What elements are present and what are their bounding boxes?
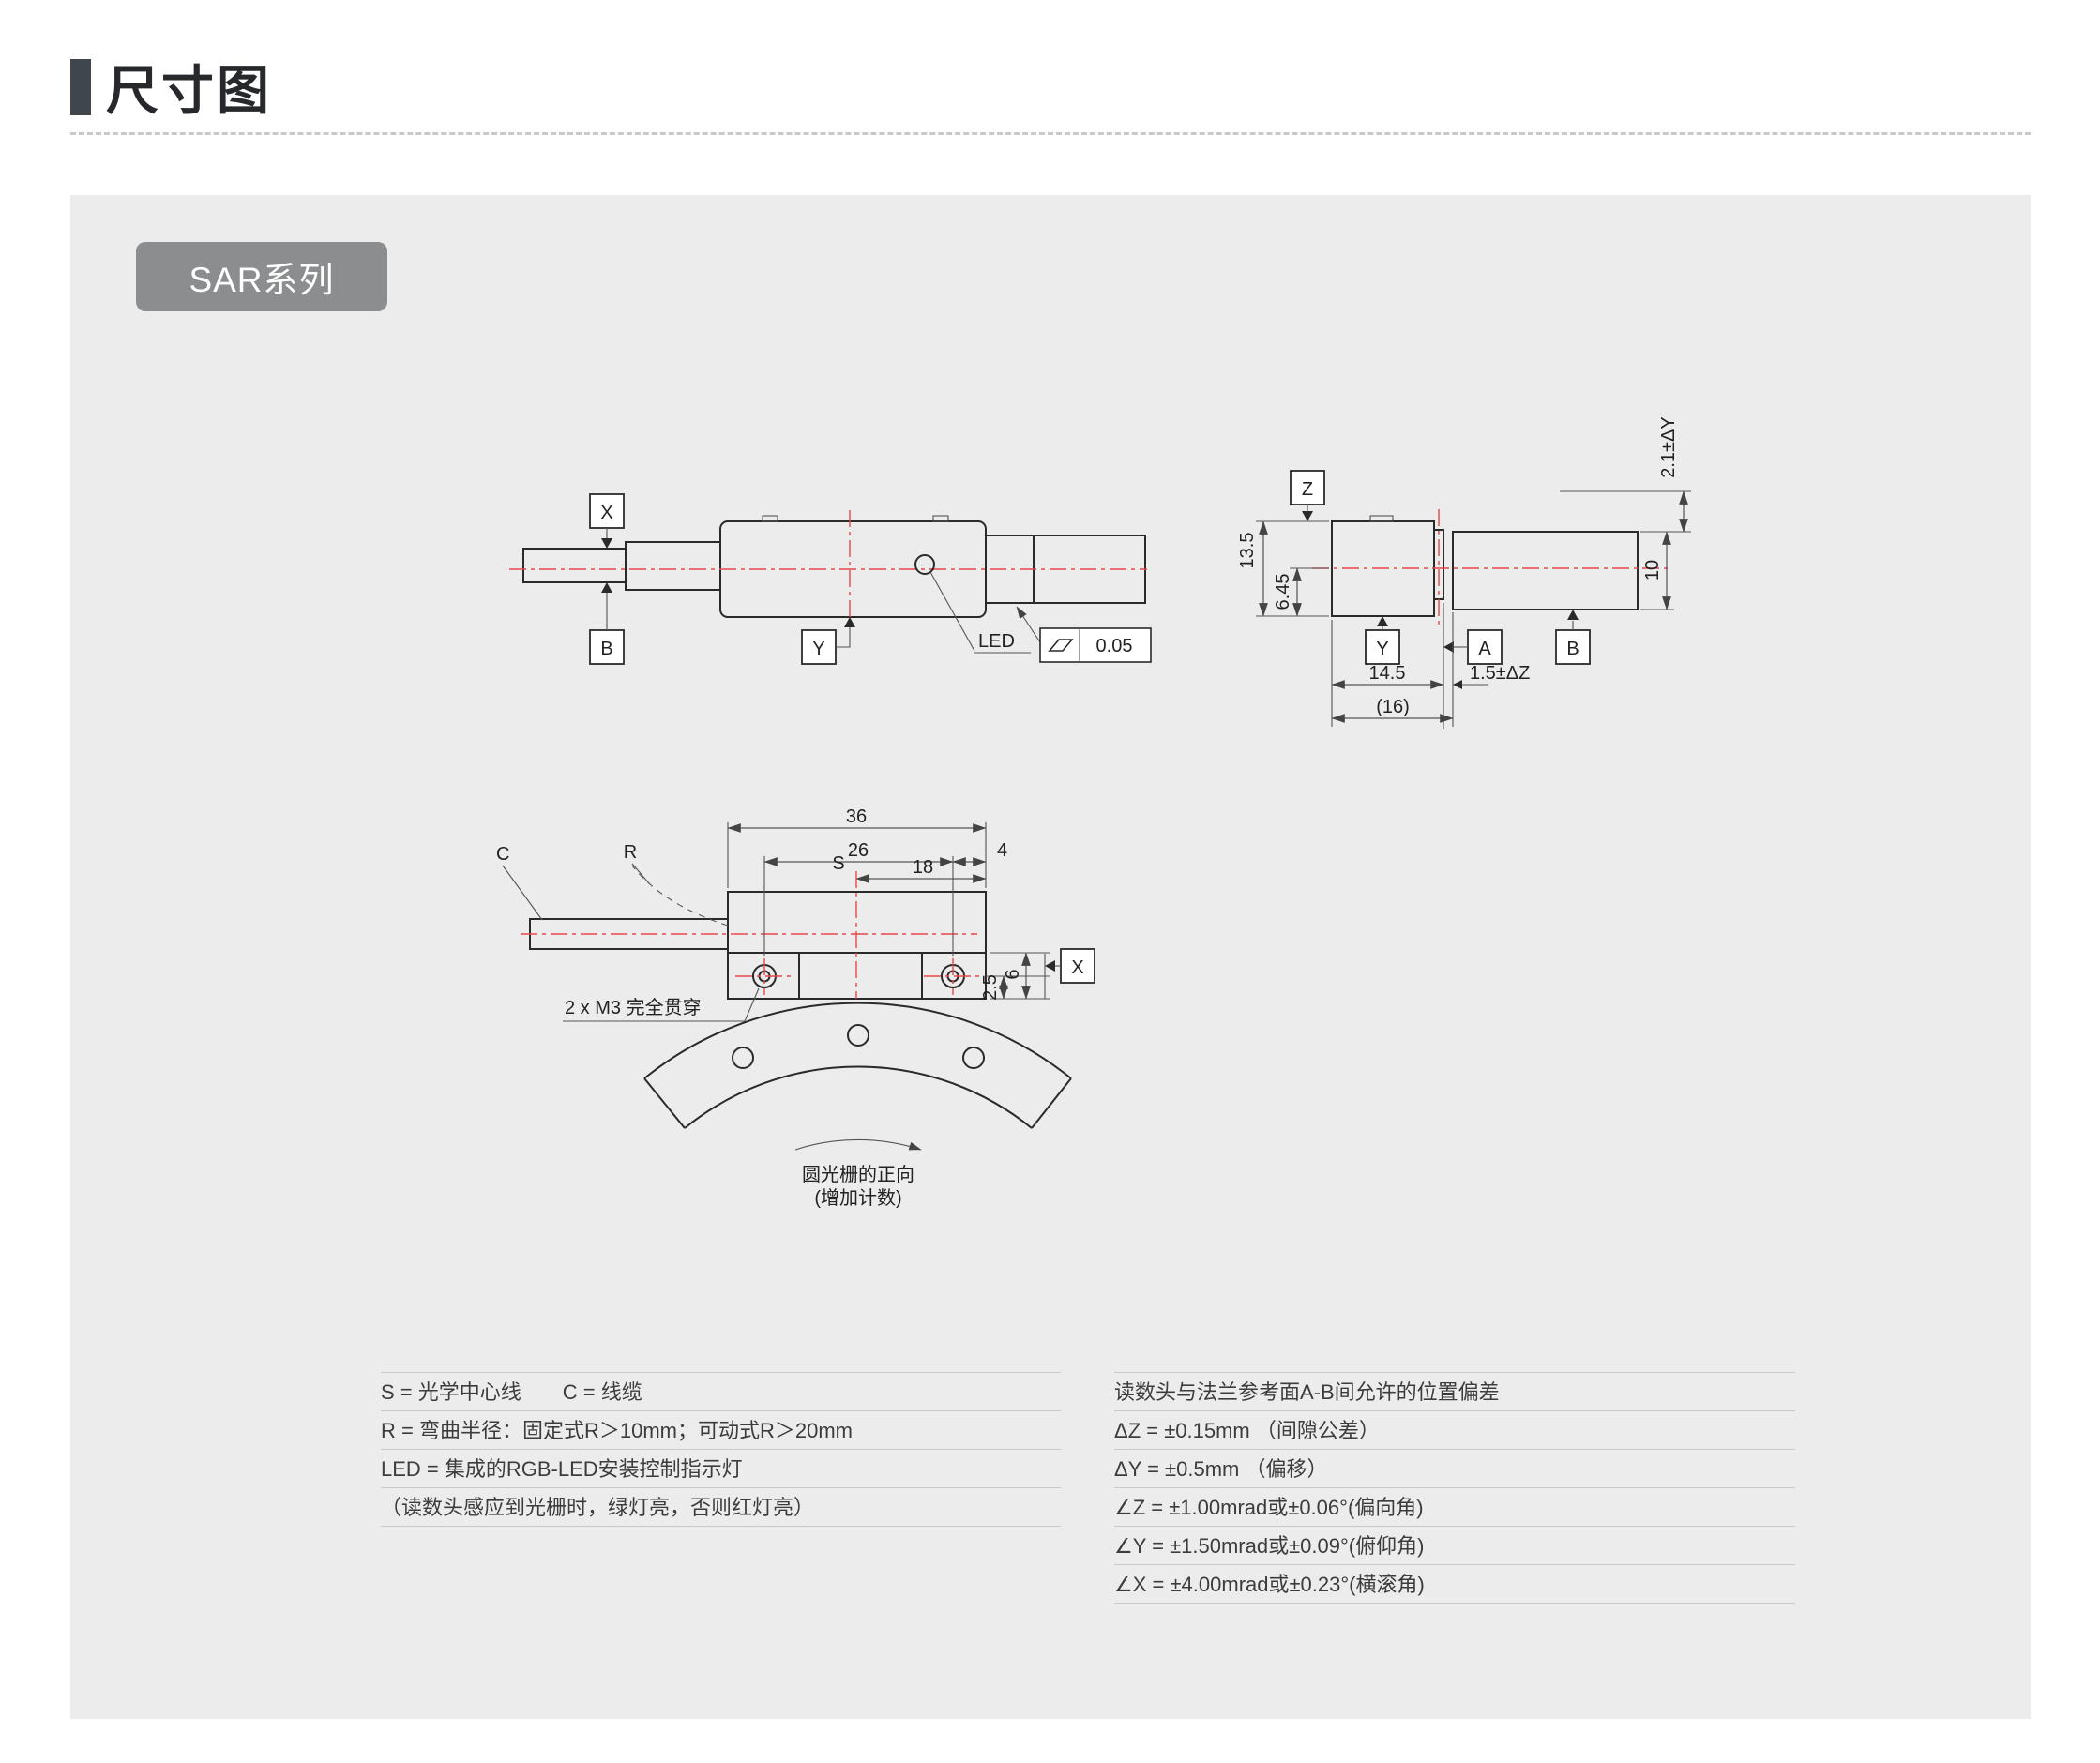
grating-end-cap <box>643 1077 686 1129</box>
dim-y-offset: 2.1±ΔY <box>1658 416 1679 477</box>
leader-line <box>631 863 650 884</box>
datum-arrow <box>601 538 612 549</box>
datum-z-box <box>1290 470 1325 505</box>
side-view: LED 0.05 X B Y <box>509 493 1152 665</box>
title-accent-bar <box>70 58 91 115</box>
legend-row: ∠Z = ±1.00mrad或±0.06°(偏向角) <box>1114 1488 1795 1527</box>
leader-line <box>929 571 975 652</box>
dim-gap: 1.5±ΔZ <box>1470 663 1530 684</box>
grating-end-cap <box>1031 1077 1072 1129</box>
m3-note: 2 x M3 完全贯穿 <box>565 997 702 1018</box>
legend-left: S = 光学中心线 C = 线缆 R = 弯曲半径：固定式R＞10mm；可动式R… <box>381 1372 1061 1527</box>
legend-row: ΔZ = ±0.15mm （间隙公差） <box>1114 1411 1795 1450</box>
count-direction-arrow <box>794 1138 922 1151</box>
grating-hole <box>962 1047 985 1069</box>
legend-row: R = 弯曲半径：固定式R＞10mm；可动式R＞20mm <box>381 1411 1061 1450</box>
legend-row: ΔY = ±0.5mm （偏移） <box>1114 1450 1795 1488</box>
side-cable-sleeve <box>625 541 721 591</box>
datum-arrow <box>1302 511 1313 521</box>
grating-hole <box>847 1024 869 1047</box>
optical-centerline-label: S <box>832 853 844 874</box>
flatness-value: 0.05 <box>1096 636 1133 656</box>
cable-bend-path <box>631 865 729 927</box>
datum-b-box <box>1555 629 1591 665</box>
top-view: C R 36 26 4 18 S <box>496 806 1095 1209</box>
dim-flange-depth: 14.5 <box>1369 663 1406 684</box>
dim-s-to-edge: 18 <box>913 857 933 878</box>
datum-a-label: A <box>1478 639 1491 659</box>
series-badge: SAR系列 <box>136 242 387 311</box>
datum-y-box <box>1365 629 1400 665</box>
legend-row: ∠X = ±4.00mrad或±0.23°(横滚角) <box>1114 1565 1795 1604</box>
dim-hole-spacing: 26 <box>848 840 869 861</box>
grating-outer-arc <box>643 1002 1072 1079</box>
dim-lug-height: 6 <box>1003 969 1023 979</box>
dim-hole-to-edge: 4 <box>997 840 1007 861</box>
flatness-symbol-icon <box>1048 639 1074 652</box>
datum-arrow <box>1443 641 1454 653</box>
dim-center-offset: 6.45 <box>1273 574 1293 610</box>
page-title: 尺寸图 <box>106 61 272 120</box>
datum-arrow <box>1377 616 1388 626</box>
flatness-callout <box>1039 627 1152 663</box>
led-label: LED <box>978 631 1015 652</box>
leader-line <box>744 987 760 1022</box>
dim-scale-height: 10 <box>1642 560 1663 580</box>
led-indicator <box>914 554 935 575</box>
dim-overall-depth: (16) <box>1376 697 1410 717</box>
side-body-notch <box>762 515 778 522</box>
datum-arrow <box>1045 960 1055 972</box>
side-body-notch <box>932 515 949 522</box>
datum-y-label: Y <box>1376 639 1388 659</box>
dim-overall-length: 36 <box>846 806 867 827</box>
end-scale <box>1452 531 1639 610</box>
legend-row: LED = 集成的RGB-LED安装控制指示灯 <box>381 1450 1061 1488</box>
datum-x-box <box>1060 948 1095 984</box>
legend-right: 读数头与法兰参考面A-B间允许的位置偏差 ΔZ = ±0.15mm （间隙公差）… <box>1114 1372 1795 1604</box>
cable-label: C <box>496 844 509 865</box>
legend-row: 读数头与法兰参考面A-B间允许的位置偏差 <box>1114 1373 1795 1411</box>
end-view: Z 13.5 6.45 10 <box>1237 416 1691 729</box>
bend-radius-label: R <box>624 842 637 863</box>
grating-direction-caption-2: (增加计数) <box>814 1187 901 1209</box>
grating-inner-arc <box>684 1065 1033 1129</box>
datum-arrow <box>601 582 612 593</box>
datum-z-label: Z <box>1302 479 1313 500</box>
datum-x-label: X <box>1071 957 1083 978</box>
datum-b-box <box>589 629 625 665</box>
datum-y-label: Y <box>812 639 824 659</box>
legend-row: S = 光学中心线 C = 线缆 <box>381 1373 1061 1411</box>
side-cable <box>522 548 627 583</box>
datum-arrow <box>1567 610 1579 620</box>
dim-arrow <box>1453 680 1462 689</box>
dimension-drawing: LED 0.05 X B Y <box>496 416 1691 1209</box>
datum-y-box <box>801 629 837 665</box>
legend-row: ∠Y = ±1.50mrad或±0.09°(俯仰角) <box>1114 1527 1795 1565</box>
dim-hole-offset: 2.5 <box>980 974 1001 1001</box>
datum-leader <box>836 627 851 648</box>
legend-row: （读数头感应到光栅时，绿灯亮，否则红灯亮） <box>381 1488 1061 1527</box>
grating-direction-caption-1: 圆光栅的正向 <box>802 1164 914 1185</box>
leader-line <box>502 865 543 921</box>
end-body-notch <box>1369 515 1394 522</box>
leader-line <box>1016 606 1043 646</box>
datum-x-label: X <box>600 503 612 523</box>
datum-x-box <box>589 493 625 529</box>
header: 尺寸图 <box>70 49 272 125</box>
datum-arrow <box>844 617 855 627</box>
datum-b-label: B <box>1566 639 1579 659</box>
header-separator <box>70 132 2031 135</box>
datum-b-label: B <box>600 639 612 659</box>
grating-hole <box>732 1047 754 1069</box>
dim-body-height: 13.5 <box>1237 533 1258 569</box>
drawing-panel: SAR系列 LED <box>70 195 2031 1719</box>
